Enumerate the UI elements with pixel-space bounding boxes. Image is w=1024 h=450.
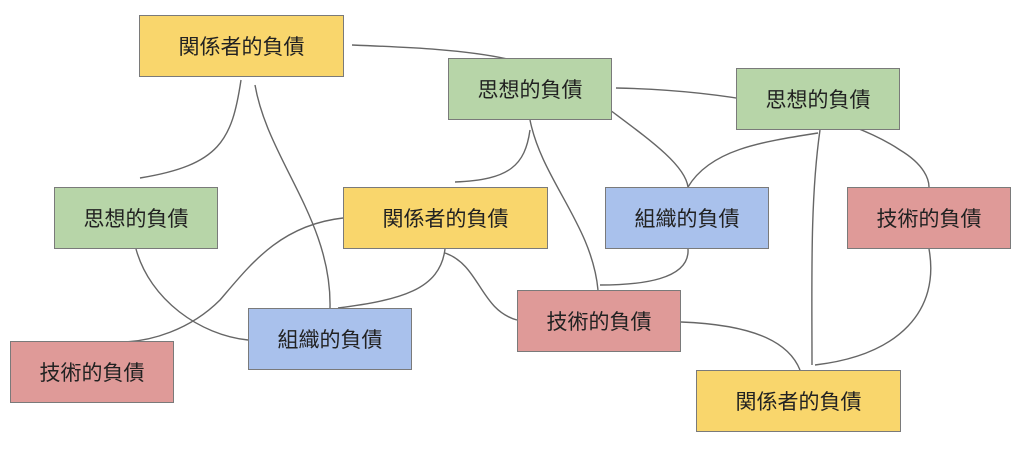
- connector-n4-n8: [135, 248, 249, 341]
- node-ideological-debt[interactable]: 思想的負債: [448, 58, 612, 120]
- node-ideological-debt[interactable]: 思想的負債: [54, 187, 218, 249]
- node-technical-debt[interactable]: 技術的負債: [10, 341, 174, 403]
- connector-n1-n8: [254, 84, 331, 309]
- node-organizational-debt[interactable]: 組織的負債: [248, 308, 412, 370]
- connector-n2-n9: [529, 119, 599, 291]
- connector-n2-n5: [454, 129, 531, 183]
- node-ideological-debt[interactable]: 思想的負債: [736, 68, 900, 130]
- connector-n3-n6: [687, 132, 819, 188]
- node-technical-debt[interactable]: 技術的負債: [847, 187, 1011, 249]
- connector-n6-n9: [599, 248, 689, 286]
- connector-n1-n4: [139, 79, 242, 179]
- node-technical-debt[interactable]: 技術的負債: [517, 290, 681, 352]
- node-relationship-debt[interactable]: 関係者的負債: [139, 15, 344, 77]
- connector-n3-n11: [811, 129, 821, 366]
- node-organizational-debt[interactable]: 組織的負債: [605, 187, 769, 249]
- node-relationship-debt[interactable]: 関係者的負債: [343, 187, 548, 249]
- connector-n9-n11: [680, 321, 801, 371]
- connector-n7-n11: [814, 248, 932, 366]
- connector-n5-n9: [444, 252, 518, 321]
- connector-n5-n8: [337, 248, 446, 309]
- connector-n5-n10: [119, 217, 344, 343]
- node-relationship-debt[interactable]: 関係者的負債: [696, 370, 901, 432]
